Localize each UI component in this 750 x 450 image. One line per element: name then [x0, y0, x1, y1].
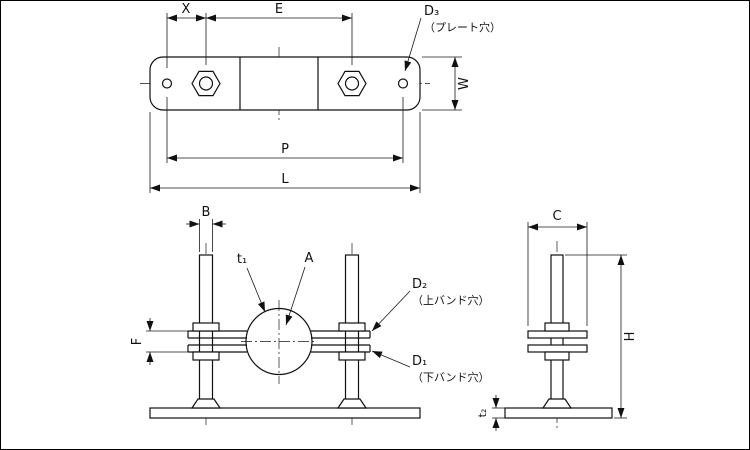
leader-t1: t₁: [237, 252, 266, 313]
label-p: P: [281, 142, 289, 157]
band-clamp-nuts: [192, 322, 366, 361]
leader-d2: D₂ （上バンド穴）: [371, 277, 490, 332]
pipe-band-circle: [245, 307, 313, 376]
band-straps-side: [527, 322, 588, 361]
dimension-w: W: [422, 56, 472, 111]
dimension-b: B: [186, 205, 226, 252]
front-view: B t₁ A D₂ （上バンド穴） D₁ （下バンド穴）: [130, 205, 490, 427]
stud-foot-left: [190, 398, 222, 409]
label-d3-note: （プレート穴）: [424, 20, 501, 34]
label-l: L: [281, 172, 289, 187]
base-plate-side: [504, 407, 613, 419]
dimension-c: C: [527, 209, 588, 326]
label-d1: D₁: [412, 354, 427, 369]
hex-nut-left: [191, 70, 221, 97]
label-b: B: [202, 205, 211, 220]
plate-hole-left: [161, 78, 173, 89]
dimension-f: F: [130, 318, 188, 365]
dimension-p: P: [166, 97, 404, 163]
label-t1: t₁: [237, 252, 247, 267]
dimension-e: E: [206, 2, 353, 65]
mounting-plate-outline: [149, 56, 421, 111]
leader-d1: D₁ （下バンド穴）: [371, 350, 490, 384]
stud-foot-side: [541, 398, 573, 409]
dimension-h: H: [565, 254, 638, 419]
dimension-l: L: [149, 112, 421, 193]
leader-d3: D₃ （プレート穴）: [404, 4, 501, 72]
label-d3: D₃: [424, 4, 439, 19]
label-h: H: [623, 332, 638, 342]
label-c: C: [552, 209, 561, 224]
label-t2: t₂: [476, 409, 489, 418]
label-d1-note: （下バンド穴）: [412, 370, 490, 384]
label-e: E: [275, 2, 283, 17]
stud-foot-right: [336, 398, 368, 409]
front-view-centerlines: [205, 243, 353, 427]
leader-a: A: [285, 251, 314, 326]
label-d2-note: （上バンド穴）: [412, 293, 490, 307]
label-x: X: [182, 2, 191, 17]
side-view: C H t₂: [476, 209, 638, 431]
dimension-x: X: [166, 2, 207, 68]
label-a: A: [305, 251, 314, 266]
label-f: F: [130, 338, 145, 345]
top-view: X E D₃ （プレート穴） W P: [140, 2, 501, 193]
dimension-t2: t₂: [476, 395, 506, 431]
plate-hole-right: [397, 78, 409, 89]
label-w: W: [457, 77, 472, 90]
hex-nut-right: [337, 70, 367, 97]
base-plate-front: [149, 407, 421, 419]
label-d2: D₂: [412, 277, 427, 292]
